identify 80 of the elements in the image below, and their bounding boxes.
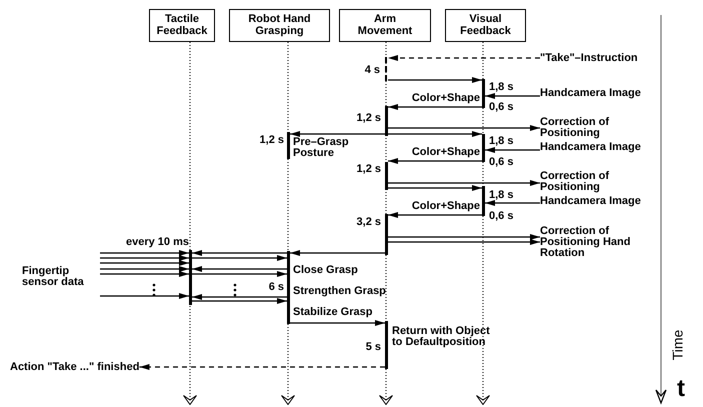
time-axis-label: t [677, 377, 685, 401]
duration-label: 4 s [364, 65, 380, 76]
message-arrow [388, 239, 540, 245]
message-arrow [485, 200, 540, 206]
message-arrow [388, 180, 540, 186]
participant-box: Arm Movement [339, 9, 431, 42]
duration-label: 1,2 s [260, 135, 284, 146]
duration-label: 1,2 s [356, 164, 381, 175]
activation-bar [385, 214, 388, 255]
participant-box: Visual Feedback [445, 9, 526, 42]
message-text: Handcamera Image [540, 142, 641, 153]
message-arrow [388, 185, 482, 191]
message-arrow [192, 294, 287, 300]
message-arrow [388, 55, 540, 61]
activation-bar [385, 57, 388, 81]
message-arrow [139, 364, 385, 370]
lifeline [476, 42, 490, 406]
duration-label: 0,6 s [489, 157, 514, 168]
step-label: Strengthen Grasp [293, 286, 386, 297]
activation-bar [482, 186, 485, 216]
message-arrow [290, 320, 385, 326]
message-text: Fingertip sensor data [22, 266, 100, 288]
activation-bar [482, 134, 485, 162]
duration-label: 1,8 s [489, 136, 514, 147]
message-arrow [388, 212, 482, 218]
participant-box: Tactile Feedback [149, 9, 215, 42]
edge-label: Color+Shape [412, 201, 480, 212]
activation-bar [482, 79, 485, 108]
duration-label: 1,2 s [356, 113, 381, 124]
message-text: "Take"–Instruction [540, 53, 638, 64]
message-arrow [100, 250, 189, 256]
time-axis-label: Time [670, 330, 684, 360]
timing-label: every 10 ms [126, 237, 189, 248]
activation-bar [385, 162, 388, 190]
duration-label: 1,8 s [489, 82, 514, 93]
activation-bar [385, 321, 388, 369]
step-label: Pre–Grasp Posture [293, 137, 350, 159]
duration-label: 0,6 s [489, 102, 514, 113]
message-text: Handcamera Image [540, 88, 641, 99]
message-arrow [100, 271, 189, 277]
duration-label: 0,6 s [489, 211, 514, 222]
participant-box: Robot Hand Grasping [229, 9, 330, 42]
message-arrow [192, 255, 287, 261]
message-arrow [388, 125, 540, 131]
step-label: Close Grasp [293, 265, 358, 276]
message-text: Handcamera Image [540, 196, 641, 207]
message-text: Correction of Positioning [540, 117, 632, 139]
message-arrow [192, 250, 287, 256]
message-arrow [192, 266, 287, 272]
message-text: Correction of Positioning Hand Rotation [540, 226, 632, 259]
duration-label: 3,2 s [356, 217, 381, 228]
message-arrow [290, 131, 385, 137]
message-arrow [388, 104, 482, 110]
message-arrow [192, 298, 287, 304]
message-arrow [388, 234, 540, 240]
message-text: Correction of Positioning [540, 171, 632, 193]
message-arrow [192, 271, 287, 277]
step-label: Stabilize Grasp [293, 307, 372, 318]
message-arrow [100, 255, 189, 261]
duration-label: 5 s [366, 342, 381, 353]
message-arrow [100, 266, 189, 272]
message-arrow [388, 158, 482, 164]
activation-bar [189, 250, 192, 305]
message-arrow [485, 93, 540, 99]
activation-bar [287, 132, 290, 159]
duration-label: 6 s [268, 282, 284, 293]
edge-label: Color+Shape [412, 93, 480, 104]
edge-label: Color+Shape [412, 147, 480, 158]
message-arrow [290, 250, 385, 256]
message-arrow [100, 260, 189, 266]
step-label: Return with Object to Defaultposition [392, 326, 491, 348]
lifeline [183, 42, 197, 406]
message-arrow [388, 131, 482, 137]
activation-bar [385, 106, 388, 136]
message-arrow [100, 293, 189, 299]
message-arrow [485, 147, 540, 153]
activation-bar [287, 251, 290, 324]
message-text: Action "Take ..." finished [10, 362, 140, 373]
duration-label: 1,8 s [489, 190, 514, 201]
message-arrow [388, 77, 482, 83]
